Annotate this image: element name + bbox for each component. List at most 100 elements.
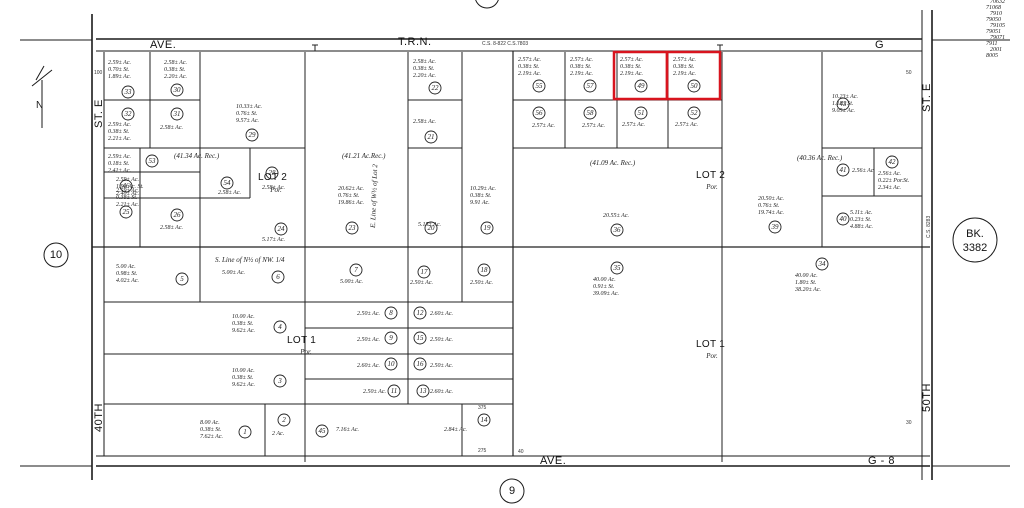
parcel-acreage-line: 2.58± Ac. [164, 60, 187, 66]
dim-50: 50 [906, 70, 912, 76]
parcel-8[interactable]: 82.50± Ac. [357, 306, 398, 320]
parcel-26[interactable]: 262.58± Ac. [160, 208, 184, 231]
book-label: BK. [966, 228, 984, 240]
parcel-acreage-line: 4.88± Ac. [850, 223, 873, 230]
parcel-number-circle [245, 128, 259, 142]
parcel-10[interactable]: 102.60± Ac. [357, 357, 398, 371]
parcel-57[interactable]: 572.57± Ac.0.38± St.2.19± Ac. [570, 57, 597, 93]
parcel-number: 20 [428, 224, 436, 232]
parcel-number: 17 [421, 268, 429, 276]
parcel-54[interactable]: 542.58± Ac. [218, 176, 241, 196]
road-lines [20, 10, 1010, 480]
parcel-number: 10 [388, 360, 396, 368]
dim-100: 100 [94, 70, 103, 76]
parcel-number-circle [836, 163, 850, 177]
lot-label: LOT 1 [287, 335, 316, 346]
parcel-40[interactable]: 405.11± Ac.0.23± St.4.88± Ac. [836, 210, 873, 230]
parcel-3[interactable]: 310.00 Ac.0.38± St.9.62± Ac. [232, 368, 287, 388]
parcel-2[interactable]: 22 Ac. [272, 413, 291, 437]
parcel-acreage-line: 0.38± St. [570, 64, 591, 70]
parcel-42[interactable]: 422.56± Ac.0.22± Por.St.2.34± Ac. [878, 155, 909, 191]
parcel-11[interactable]: 112.50± Ac. [363, 384, 401, 398]
parcel-18[interactable]: 182.50± Ac. [470, 263, 493, 286]
parcel-21[interactable]: 212.58± Ac. [413, 119, 438, 144]
parcel-6[interactable]: 65.00± Ac. [222, 270, 285, 284]
parcel-52[interactable]: 522.57± Ac. [675, 106, 701, 128]
parcel-number: 31 [173, 110, 181, 118]
parcel-33[interactable]: 332.59± Ac.0.70± St.1.89± Ac. [108, 60, 135, 99]
parcel-31[interactable]: 31 2.58± Ac. [160, 107, 184, 131]
parcel-acreage-line: 10.00 Ac. [232, 368, 255, 374]
lot-sub: Por. [299, 348, 312, 356]
parcel-acreage-line: 5.15± Ac. [418, 222, 441, 228]
parcel-acreage-line: 2.58± Ac. [160, 125, 183, 131]
parcel-number-circle [413, 331, 427, 345]
parcel-20[interactable]: 205.15± Ac. [418, 221, 441, 235]
parcel-number-circle [220, 176, 234, 190]
parcel-acreage-line: 5.00 Ac. [116, 264, 136, 270]
parcel-number: 23 [349, 224, 357, 232]
corner-number: 71068 [986, 5, 1001, 11]
parcel-7[interactable]: 75.00± Ac. [340, 263, 363, 285]
parcel-acreage-line: 2.58± Ac. [218, 190, 241, 196]
parcel-acreage-line: 0.38± St. [232, 321, 253, 327]
parcel-number: 24 [278, 225, 286, 233]
parcel-number-circle [836, 212, 850, 226]
parcel-49[interactable]: 492.57± Ac.0.38± St.2.19± Ac. [620, 57, 648, 93]
parcel-51[interactable]: 512.57± Ac. [622, 106, 648, 128]
parcel-22[interactable]: 222.58± Ac.0.38± St.2.20± Ac. [413, 59, 442, 95]
parcel-number-circle [583, 106, 597, 120]
parcel-number: 36 [613, 226, 622, 234]
parcel-58[interactable]: 582.57± Ac. [582, 106, 605, 129]
parcel-30[interactable]: 302.58± Ac.0.38± St.2.20± Ac. [164, 60, 187, 97]
parcel-46[interactable]: 462.59± Ac.1.9± Ac. St.2.40± Ac. [116, 177, 144, 197]
parcel-acreage-line: 2.40± Ac. [116, 190, 139, 197]
lot-sub: Por. [705, 352, 718, 360]
map-number-9[interactable]: 9 [499, 478, 525, 504]
book-3382-badge[interactable]: BK. 3382 [952, 217, 998, 263]
parcel-acreage-line: 0.38± St. [518, 64, 539, 70]
highlight-parcel-50[interactable] [665, 50, 722, 101]
parcel-acreage-line: 0.38± St. [232, 375, 253, 381]
parcel-number: 56 [536, 109, 544, 117]
parcel-28[interactable]: 282.58± Ac. [262, 166, 285, 191]
parcel-number: 3 [277, 377, 282, 385]
parcel-4[interactable]: 410.00 Ac.0.38± St.9.62± Ac. [232, 314, 287, 334]
parcel-1[interactable]: 18.00 Ac.0.38± St.7.62± Ac. [200, 420, 252, 440]
map-number-10[interactable]: 10 [43, 242, 69, 268]
parcel-number-circle [885, 155, 899, 169]
parcel-5[interactable]: 55.00 Ac.0.98± St.4.02± Ac. [116, 264, 189, 286]
parcel-number-circle [477, 413, 491, 427]
parcel-9[interactable]: 92.50± Ac. [357, 331, 398, 345]
parcel-56[interactable]: 562.57± Ac. [532, 106, 555, 129]
parcel-acreage-line: 8.00 Ac. [200, 420, 220, 426]
parcel-32[interactable]: 322.59± Ac.0.38± St.2.21± Ac. [108, 107, 135, 142]
parcel-55[interactable]: 552.57± Ac.0.38± St.2.19± Ac. [518, 57, 546, 93]
parcel-50[interactable]: 502.57± Ac.0.38± St.2.19± Ac. [673, 57, 701, 93]
record-note: (40.36 Ac. Rec.) [797, 154, 843, 162]
parcel-number-circle [265, 166, 279, 180]
parcel-17[interactable]: 172.50± Ac. [410, 265, 433, 286]
parcel-number: 6 [276, 273, 280, 281]
parcel-25[interactable]: 252.59± Ac.0.38± St.2.21± Ac. [116, 188, 139, 219]
fiftieth-label: 50TH [921, 383, 933, 412]
parcel-number-circle [687, 79, 701, 93]
parcel-number-circle [119, 205, 133, 219]
parcel-53[interactable]: 532.59± Ac.0.18± St.2.41± Ac. [108, 154, 159, 174]
parcel-14[interactable]: 142.84± Ac. [444, 413, 491, 433]
parcel-24[interactable]: 245.17± Ac. [262, 222, 288, 243]
